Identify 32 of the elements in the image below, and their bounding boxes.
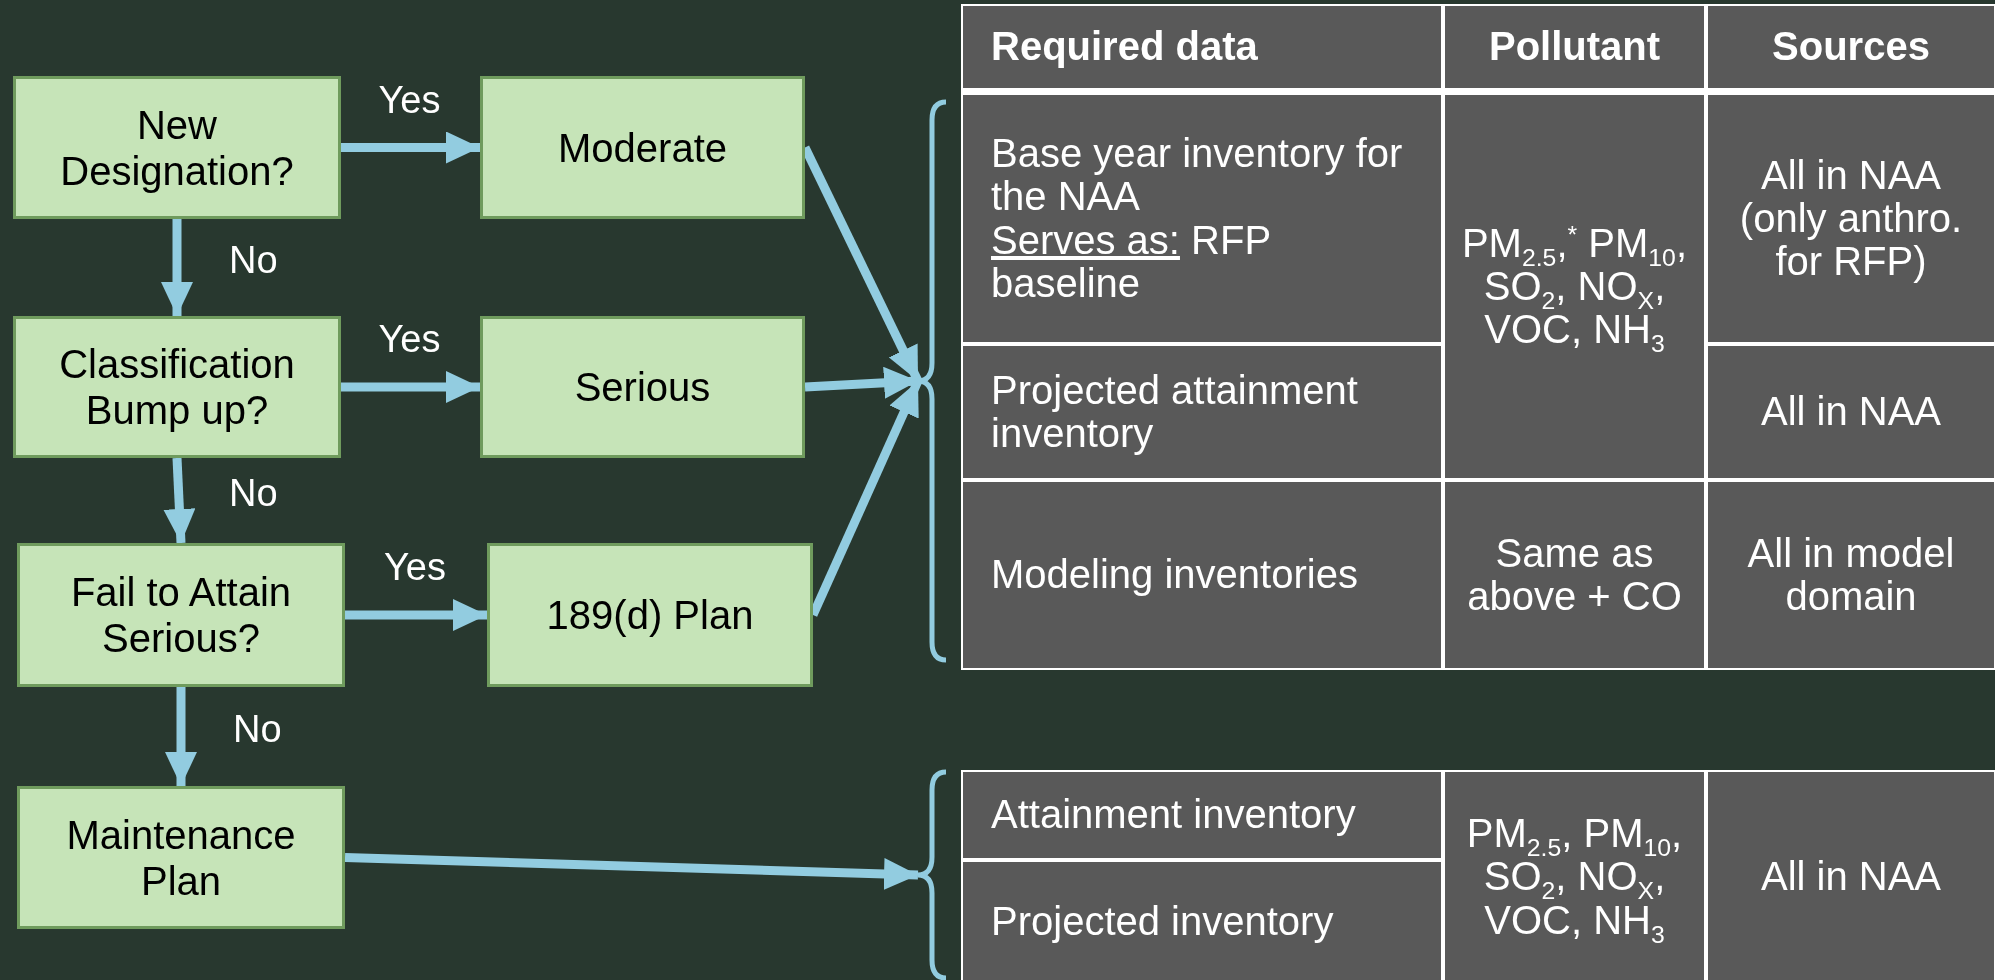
curly-brace [916,98,946,664]
arrow [345,599,487,631]
cell-text: Projected inventory [991,900,1334,944]
cell-text: Modeling inventories [991,553,1358,597]
cell-text: All in NAA [1760,855,1942,899]
cell-text: Base year inventory for the NAA [991,132,1404,219]
arrow [341,371,480,403]
cell-text: Required data [991,25,1258,69]
process-box: Maintenance Plan [17,786,345,929]
cell-text: Same as above + CO [1466,531,1683,619]
cell-text: Attainment inventory [991,793,1356,837]
arrow [341,131,480,164]
cell-text: Projected attainment inventory [991,368,1359,456]
cell-text: Pollutant [1488,25,1661,69]
cell-text: All in NAA (only anthro. for RFP) [1738,153,1964,284]
process-box: Serious [480,316,805,458]
process-box: New Designation? [13,76,341,219]
cell-text: Serves as: RFP baseline [991,218,1272,305]
cell-text: All in model domain [1746,531,1956,619]
arrow [161,219,193,316]
arrow [344,853,919,890]
cell-text: PM$_{2.5}$,$^{*}$ PM$_{10}$, SO$_{2}$, NO$_{X}$, VOC, NH$_{3}$ [1460,221,1689,352]
cell-text: Sources [1772,25,1930,69]
arrow [165,687,197,786]
cell-text: PM$_{2.5}$, PM$_{10}$, SO$_{2}$, NO$_{X}$, VOC, NH$_{3}$ [1465,812,1684,942]
process-box: 189(d) Plan [487,543,813,687]
process-box: Moderate [480,76,805,219]
process-box: Classification Bump up? [13,316,341,458]
curly-brace [916,768,946,980]
arrow [163,457,196,544]
process-box: Fail to Attain Serious? [17,543,345,687]
cell-text: All in NAA [1760,390,1942,434]
